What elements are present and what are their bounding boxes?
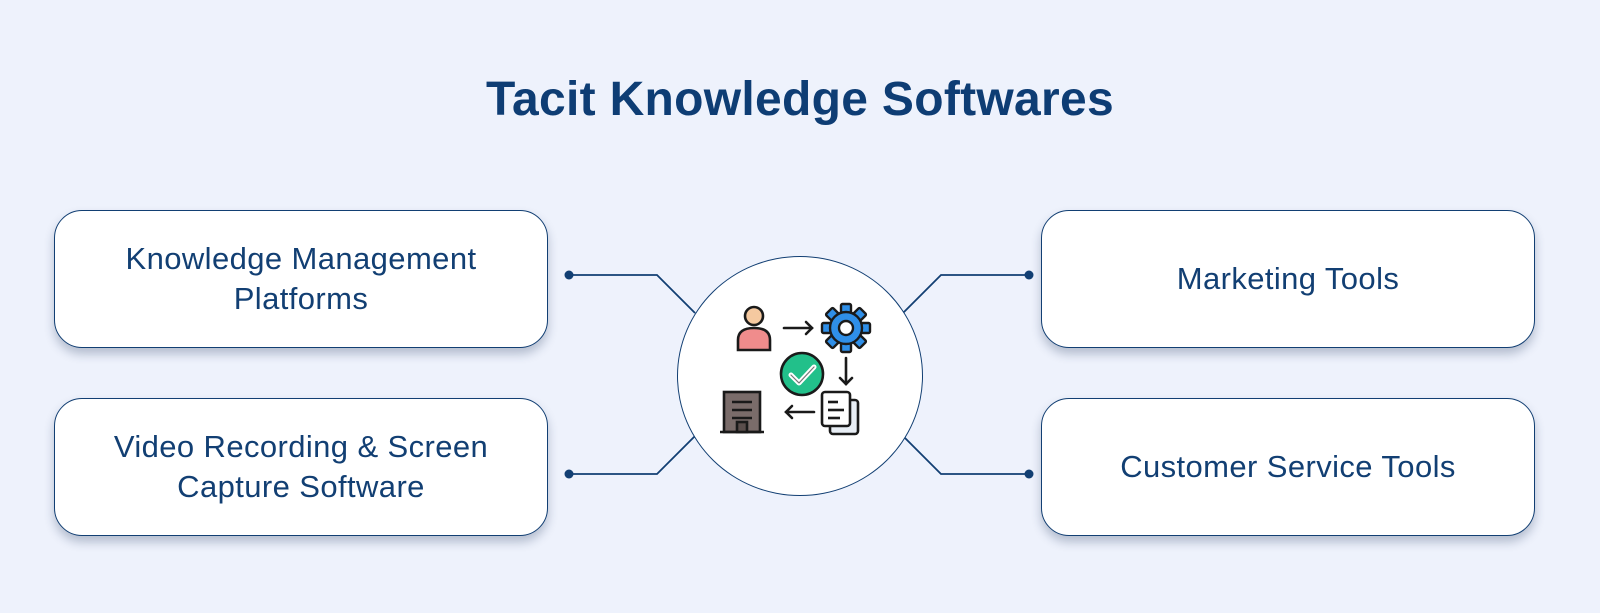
knowledge-workflow-icon: [720, 302, 872, 436]
connector-bottom-left: [569, 435, 696, 475]
card-label: Video Recording & Screen Capture Softwar…: [113, 429, 489, 504]
gear-icon: [820, 302, 872, 354]
arrow-right-icon: [782, 320, 814, 336]
connector-dot-bottom-right: [1024, 469, 1034, 479]
connector-dot-top-left: [564, 270, 574, 280]
card-customer-service-tools: Customer Service Tools: [1041, 398, 1535, 536]
card-label: Knowledge Management Platforms: [125, 241, 477, 316]
card-label: Marketing Tools: [1176, 261, 1400, 296]
card-label: Customer Service Tools: [1120, 449, 1456, 484]
building-icon: [720, 390, 764, 434]
connector-dot-top-right: [1024, 270, 1034, 280]
card-knowledge-management: Knowledge Management Platforms: [54, 210, 548, 348]
card-marketing-tools: Marketing Tools: [1041, 210, 1535, 348]
card-video-recording: Video Recording & Screen Capture Softwar…: [54, 398, 548, 536]
check-circle-icon: [779, 351, 825, 397]
connector-bottom-right: [902, 435, 1029, 475]
connector-top-right: [902, 274, 1029, 314]
arrow-left-icon: [784, 404, 816, 420]
connector-top-left: [569, 274, 696, 314]
arrow-down-icon: [838, 356, 854, 386]
person-icon: [736, 305, 772, 352]
connector-dot-bottom-left: [564, 469, 574, 479]
documents-icon: [820, 390, 860, 436]
diagram-title: Tacit Knowledge Softwares: [485, 73, 1115, 126]
